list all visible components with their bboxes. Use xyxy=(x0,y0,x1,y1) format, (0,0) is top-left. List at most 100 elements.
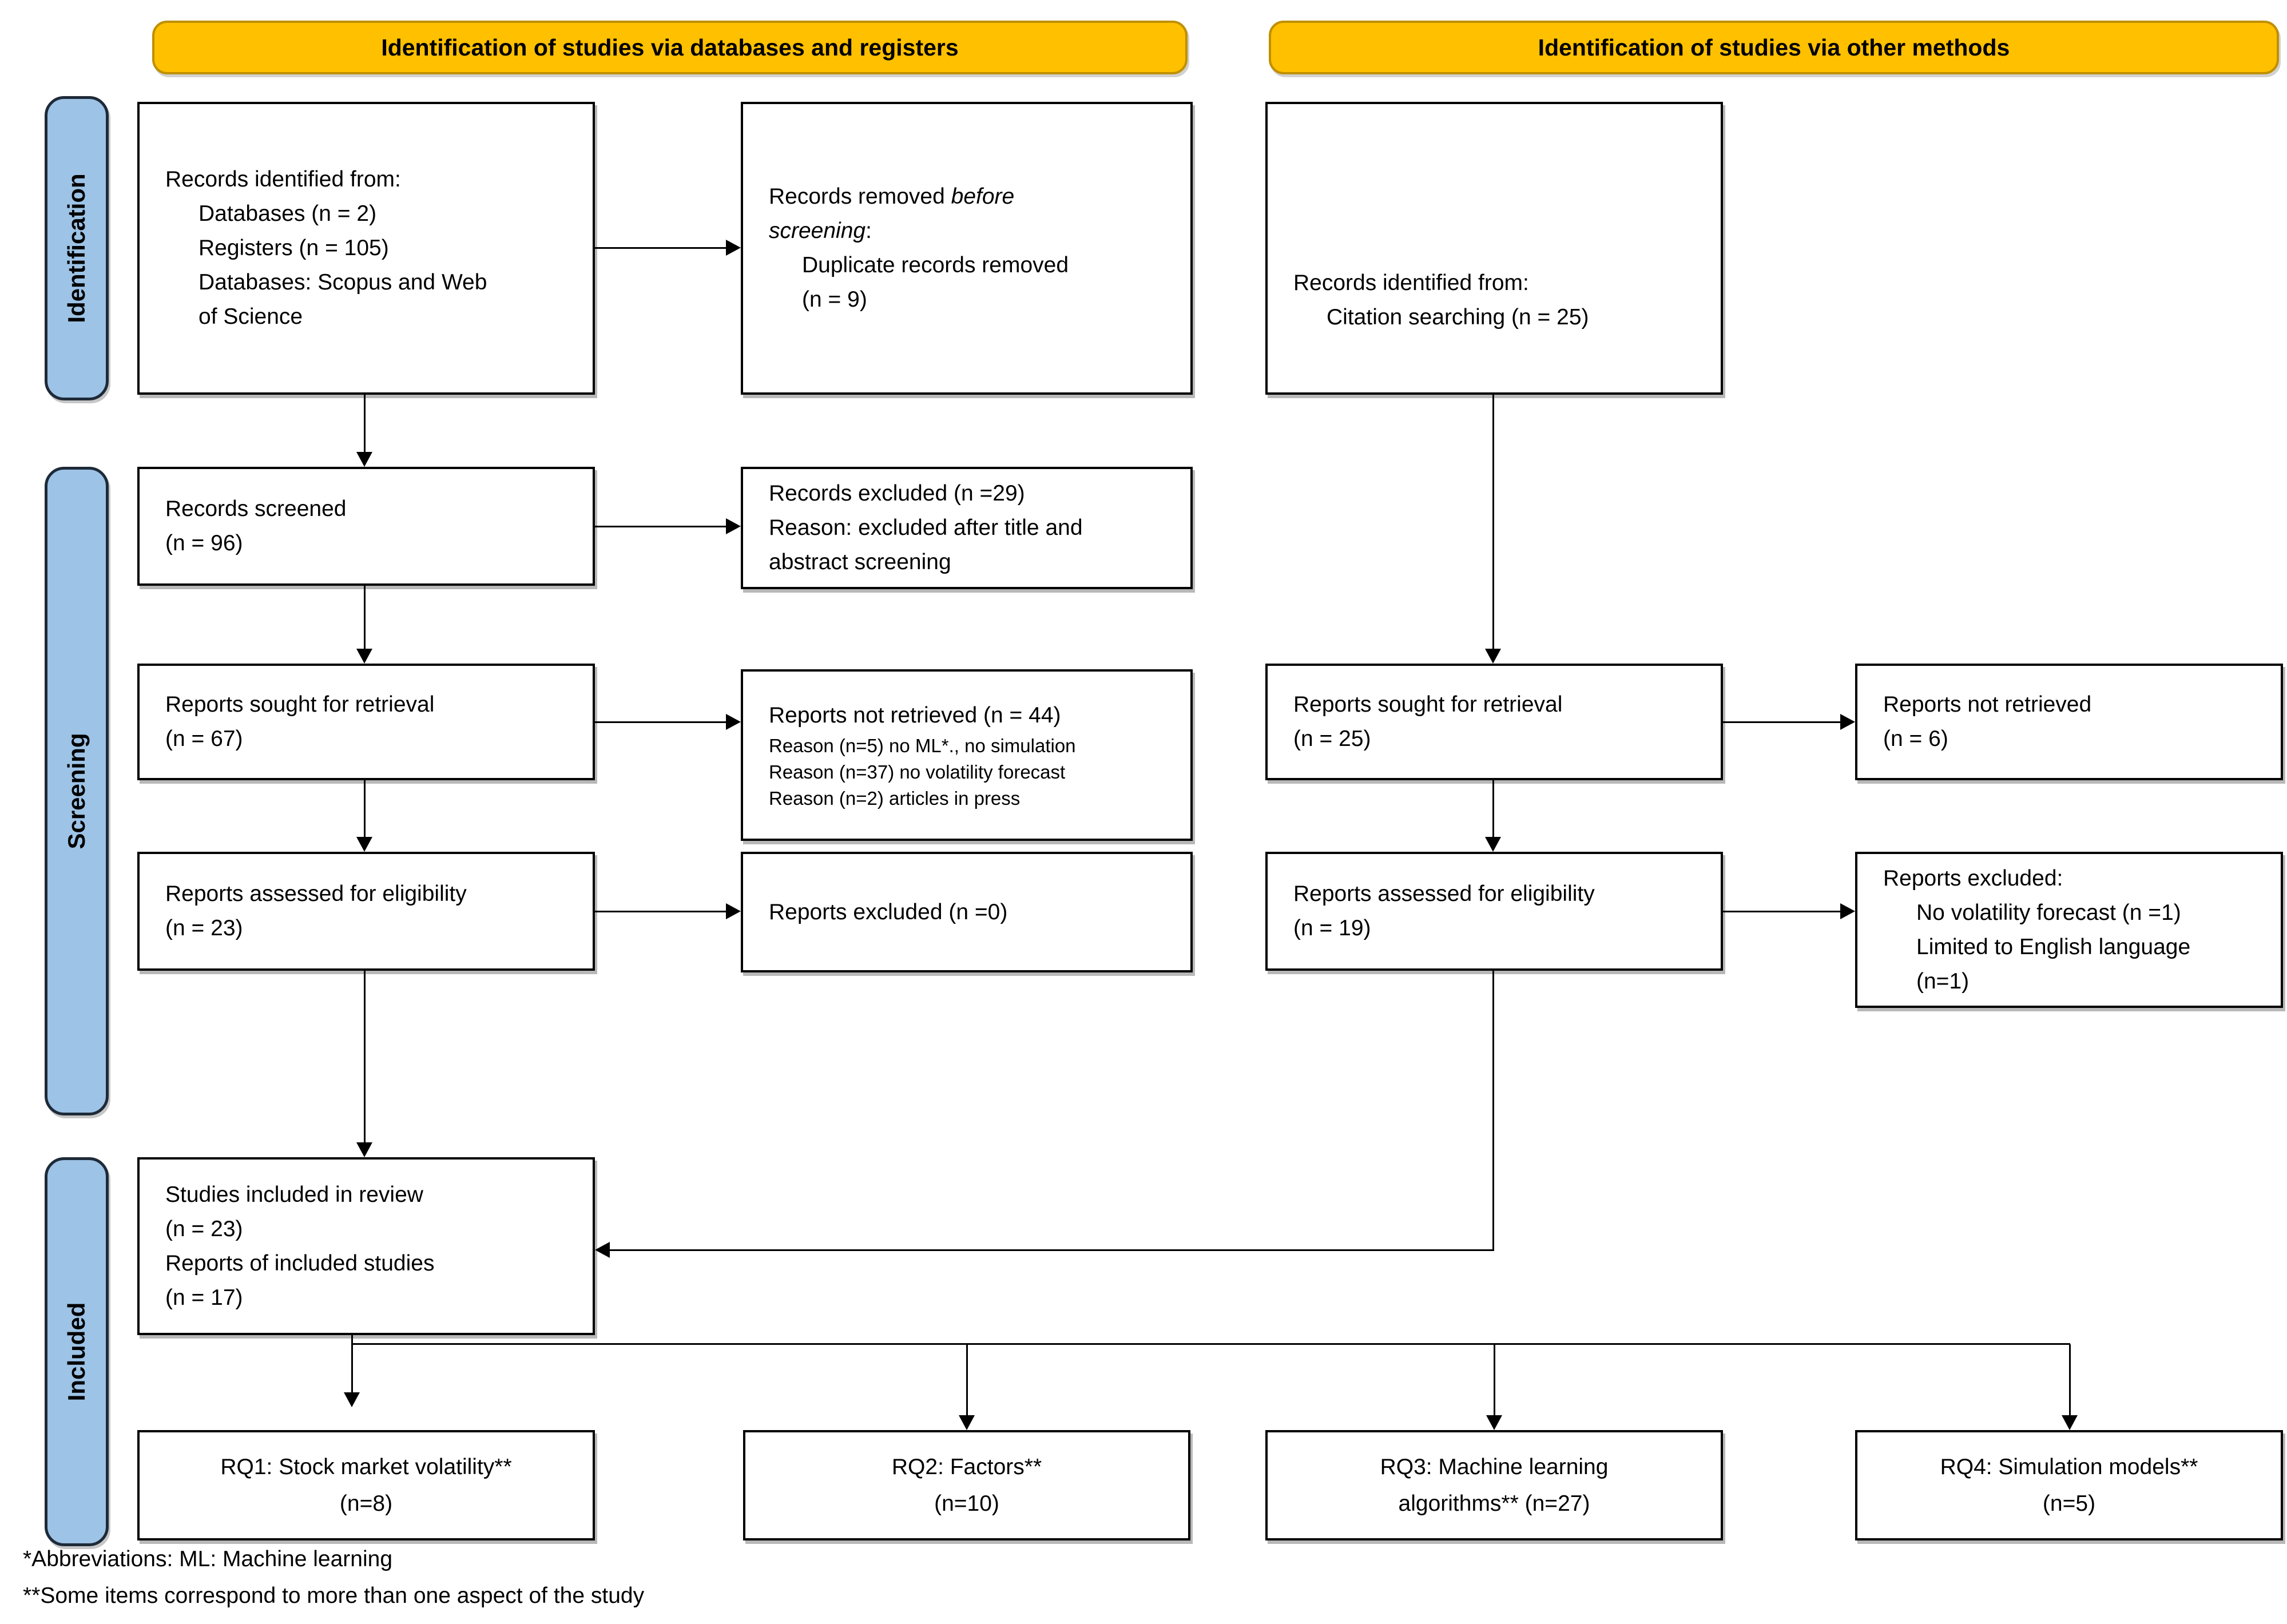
stage-identification-label: Identification xyxy=(63,173,90,323)
arrow-down-icon xyxy=(356,649,372,664)
arrow-to-rq2-line xyxy=(966,1344,968,1415)
box-rq4: RQ4: Simulation models** (n=5) xyxy=(1855,1430,2283,1540)
box-line: of Science xyxy=(198,304,303,329)
footnote-abbreviations: *Abbreviations: ML: Machine learning xyxy=(23,1547,393,1571)
box-line: (n = 96) xyxy=(165,531,243,555)
arrow-screened-to-sought-line xyxy=(364,586,366,649)
box-line: Citation searching (n = 25) xyxy=(1327,305,1589,329)
arrow-right-icon xyxy=(1840,714,1855,730)
arrow-assessed-to-excluded-other-line xyxy=(1723,911,1840,912)
box-reports-excluded-zero: Reports excluded (n =0) xyxy=(741,852,1193,972)
box-reports-assessed-other: Reports assessed for eligibility (n = 19… xyxy=(1265,852,1723,971)
box-line: Duplicate records removed xyxy=(802,253,1069,277)
box-line: (n = 17) xyxy=(165,1285,243,1310)
arrow-to-rq4-line xyxy=(2069,1344,2071,1415)
box-rq2: RQ2: Factors** (n=10) xyxy=(743,1430,1190,1540)
footnote-multiple-aspects: **Some items correspond to more than one… xyxy=(23,1583,645,1608)
box-line: Records excluded (n =29) xyxy=(769,481,1025,506)
box-line: (n = 19) xyxy=(1293,916,1371,940)
box-line: Reason: excluded after title and xyxy=(769,515,1083,540)
box-line: (n=5) xyxy=(2042,1491,2096,1516)
box-line: Reports not retrieved xyxy=(1883,692,2092,717)
box-reports-assessed-databases: Reports assessed for eligibility (n = 23… xyxy=(137,852,595,971)
box-line: Limited to English language xyxy=(1916,934,2191,959)
box-line: Databases (n = 2) xyxy=(198,201,377,226)
arrow-down-icon xyxy=(344,1392,360,1407)
arrow-sought-to-notretrieved-other-line xyxy=(1723,721,1840,723)
box-line: RQ1: Stock market volatility** xyxy=(220,1454,512,1479)
box-reports-not-retrieved-other: Reports not retrieved (n = 6) xyxy=(1855,664,2283,780)
arrow-assessed-other-to-included-line xyxy=(610,1249,1494,1251)
stage-identification: Identification xyxy=(45,96,109,400)
box-line: Reason (n=5) no ML*., no simulation xyxy=(769,735,1076,756)
box-reports-excluded-other: Reports excluded: No volatility forecast… xyxy=(1855,852,2283,1008)
arrow-screened-to-excluded-line xyxy=(595,526,726,527)
arrow-down-icon xyxy=(1486,1415,1502,1430)
box-line: (n = 67) xyxy=(165,726,243,751)
box-line: (n=8) xyxy=(339,1491,393,1516)
arrow-down-icon xyxy=(1485,649,1501,664)
box-line: (n = 23) xyxy=(165,916,243,940)
box-line: Reports excluded: xyxy=(1883,865,2063,891)
box-line: Reports sought for retrieval xyxy=(165,692,435,717)
box-line: (n = 9) xyxy=(802,287,867,312)
arrow-down-icon xyxy=(2062,1415,2078,1430)
stage-screening: Screening xyxy=(45,467,109,1115)
arrow-sought-to-assessed-other-line xyxy=(1492,780,1494,837)
box-line: Reports excluded (n =0) xyxy=(769,899,1008,924)
footnotes: *Abbreviations: ML: Machine learning **S… xyxy=(23,1541,644,1614)
arrow-citation-to-sought-line xyxy=(1492,395,1494,649)
arrow-left-icon xyxy=(595,1242,610,1258)
box-line: Reports sought for retrieval xyxy=(1293,692,1563,717)
box-reports-not-retrieved-databases: Reports not retrieved (n = 44) Reason (n… xyxy=(741,669,1193,841)
banner-other-methods: Identification of studies via other meth… xyxy=(1269,21,2279,74)
box-line: (n = 23) xyxy=(165,1216,243,1241)
arrow-down-icon xyxy=(356,837,372,852)
box-line: Records identified from: xyxy=(1293,271,1529,295)
arrow-right-icon xyxy=(1840,903,1855,919)
box-reports-sought-databases: Reports sought for retrieval (n = 67) xyxy=(137,664,595,780)
arrow-right-icon xyxy=(726,714,741,730)
arrow-to-rq3-line xyxy=(1494,1344,1495,1415)
box-line: Reason (n=2) articles in press xyxy=(769,788,1021,809)
box-records-removed-before-screening: Records removed before screening: Duplic… xyxy=(741,102,1193,395)
stage-included: Included xyxy=(45,1157,109,1546)
arrow-down-icon xyxy=(356,452,372,467)
arrow-identified-to-removed-line xyxy=(595,247,726,249)
box-line: Records removed before xyxy=(769,184,1015,209)
arrow-assessed-to-excluded-line xyxy=(595,911,726,912)
arrow-assessed-other-down-line xyxy=(1492,971,1494,1250)
box-line: Reason (n=37) no volatility forecast xyxy=(769,761,1066,783)
box-line: RQ3: Machine learning xyxy=(1380,1454,1609,1479)
arrow-down-icon xyxy=(959,1415,975,1430)
box-reports-sought-other: Reports sought for retrieval (n = 25) xyxy=(1265,664,1723,780)
arrow-sought-to-assessed-line xyxy=(364,780,366,837)
box-line: Records screened xyxy=(165,497,347,521)
box-line: (n=1) xyxy=(1916,968,1970,994)
box-line: No volatility forecast (n =1) xyxy=(1916,900,2181,925)
box-records-excluded: Records excluded (n =29) Reason: exclude… xyxy=(741,467,1193,589)
box-line: (n=10) xyxy=(934,1491,999,1516)
box-line: Reports assessed for eligibility xyxy=(1293,882,1595,906)
arrow-sought-to-notretrieved-line xyxy=(595,721,726,723)
banner-databases-registers: Identification of studies via databases … xyxy=(152,21,1188,74)
arrow-included-to-rq1-line xyxy=(351,1335,353,1392)
box-line: screening: xyxy=(769,219,872,243)
box-records-screened: Records screened (n = 96) xyxy=(137,467,595,586)
arrow-identified-to-screened-line xyxy=(364,395,366,452)
box-line: Databases: Scopus and Web xyxy=(198,270,487,295)
box-line: Studies included in review xyxy=(165,1182,423,1207)
box-line: abstract screening xyxy=(769,550,951,574)
box-line: RQ4: Simulation models** xyxy=(1940,1454,2198,1479)
box-line: Reports not retrieved (n = 44) xyxy=(769,703,1061,728)
arrow-down-icon xyxy=(1485,837,1501,852)
rq-distribution-line xyxy=(352,1343,2070,1345)
box-line: RQ2: Factors** xyxy=(891,1454,1042,1479)
arrow-down-icon xyxy=(356,1142,372,1157)
box-records-identified-databases: Records identified from: Databases (n = … xyxy=(137,102,595,395)
box-line: Registers (n = 105) xyxy=(198,236,389,260)
stage-screening-label: Screening xyxy=(63,733,90,849)
arrow-right-icon xyxy=(726,903,741,919)
box-rq1: RQ1: Stock market volatility** (n=8) xyxy=(137,1430,595,1540)
